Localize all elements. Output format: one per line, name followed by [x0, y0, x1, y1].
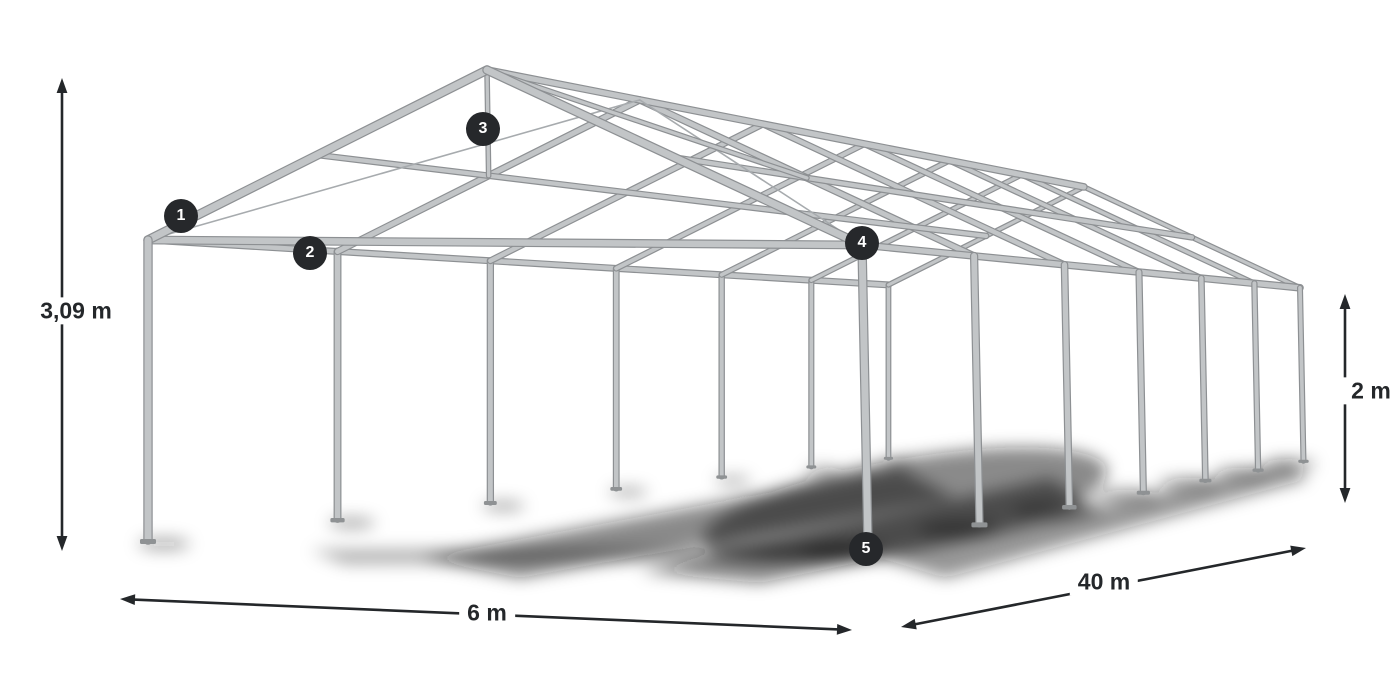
ground-shadow — [138, 447, 1316, 583]
dimension-label-length: 40 m — [1069, 568, 1139, 596]
dimension-label-side-height: 2 m — [1343, 377, 1399, 405]
marker-1[interactable]: 1 — [164, 199, 198, 233]
marker-3[interactable]: 3 — [466, 112, 500, 146]
frame-tubes — [140, 65, 1309, 550]
marker-4[interactable]: 4 — [845, 226, 879, 260]
marker-5[interactable]: 5 — [849, 532, 883, 566]
marker-2[interactable]: 2 — [293, 236, 327, 270]
dimension-label-width: 6 m — [459, 599, 515, 627]
dimension-label-total-height: 3,09 m — [32, 297, 120, 325]
